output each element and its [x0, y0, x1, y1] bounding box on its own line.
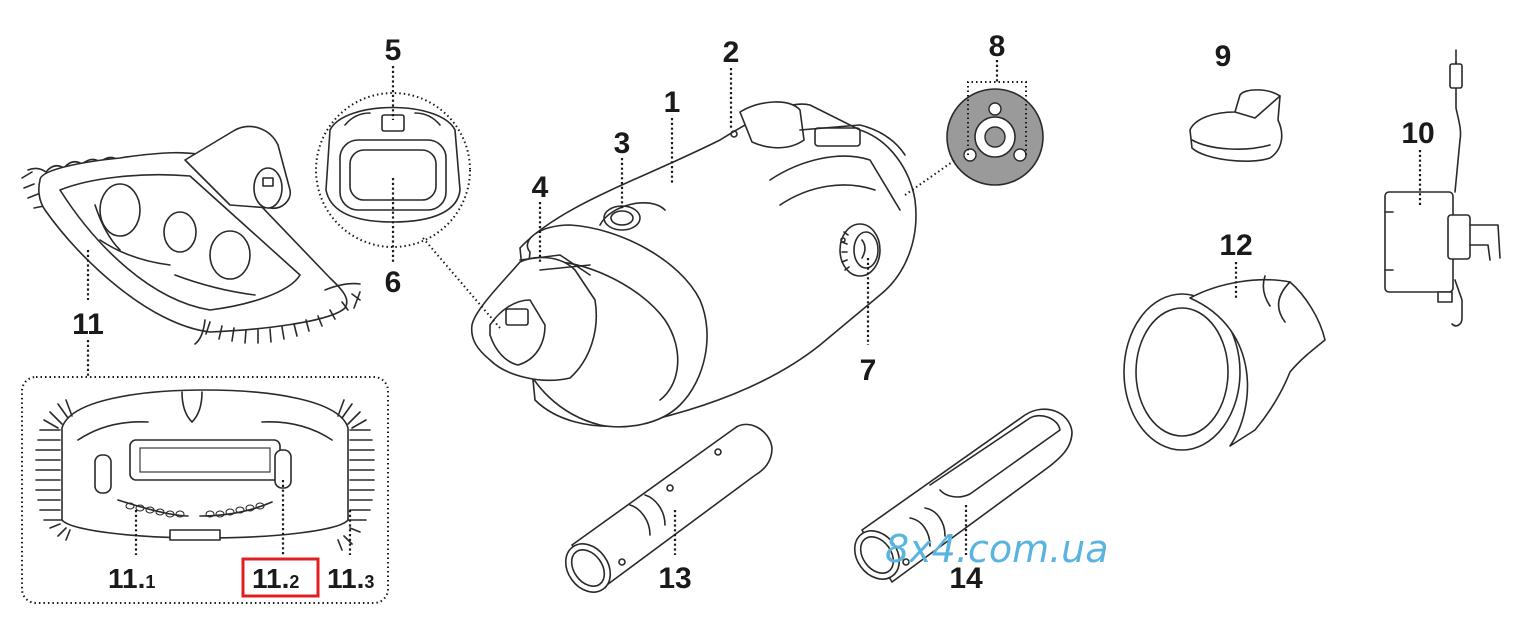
- filter-disc-bracket: [967, 81, 1027, 155]
- funnel-attachment-drawing: [1123, 275, 1326, 451]
- label-7: 7: [860, 354, 877, 387]
- label-11-2: 11.2: [252, 563, 299, 594]
- label-11: 11: [72, 308, 104, 341]
- crevice-tool-drawing: [1189, 89, 1283, 162]
- label-10: 10: [1401, 117, 1434, 150]
- label-11-1: 11.1: [108, 563, 155, 594]
- charger-drawing: [1384, 49, 1501, 327]
- label-2: 2: [723, 36, 740, 69]
- label-5: 5: [385, 34, 402, 67]
- label-4: 4: [532, 171, 549, 204]
- filter-disc-drawing: [946, 88, 1044, 186]
- filter-detail-circle: [315, 92, 471, 248]
- label-1: 1: [664, 86, 681, 119]
- highlight-box-11-2: [241, 557, 320, 598]
- brush-tool-drawing: [853, 408, 1073, 583]
- main-unit-drawing: [470, 101, 917, 428]
- leader-lines: [86, 60, 1422, 555]
- label-13: 13: [658, 562, 691, 595]
- watermark: 8x4.com.ua: [885, 527, 1109, 571]
- extension-tube-drawing: [564, 423, 773, 593]
- label-6: 6: [385, 266, 402, 299]
- label-12: 12: [1219, 229, 1252, 262]
- filter-holder-drawing: [325, 106, 461, 223]
- label-14: 14: [949, 562, 983, 595]
- label-8: 8: [989, 30, 1006, 63]
- nozzle-underside-drawing: [35, 389, 375, 551]
- label-9: 9: [1215, 40, 1232, 73]
- label-11-3: 11.3: [327, 563, 374, 594]
- floor-nozzle-drawing: [21, 125, 361, 345]
- label-3: 3: [614, 127, 631, 160]
